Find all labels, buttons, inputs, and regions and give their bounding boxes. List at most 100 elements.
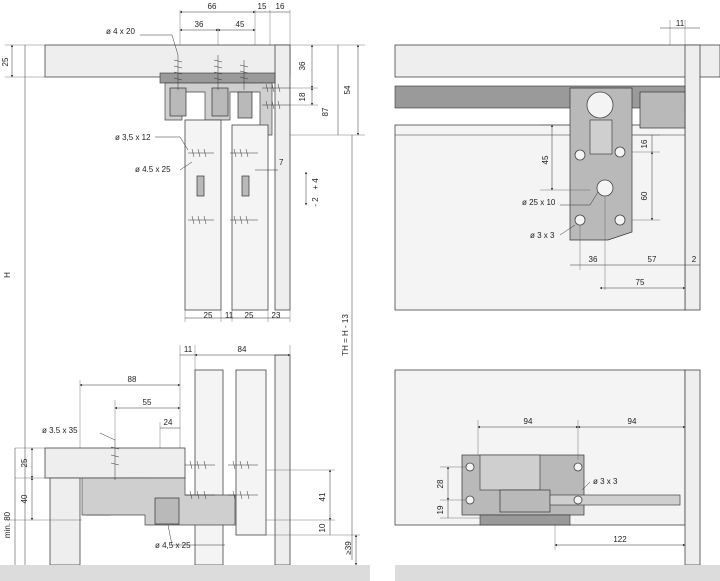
tr-dim-11: 11 [676,19,685,28]
tr-door [394,124,686,311]
br-screw-1 [465,462,475,472]
br-guide-foot [479,514,571,526]
tr-dim-75: 75 [636,278,645,287]
tr-dim-45: 45 [541,155,550,164]
dim-11: 11 [225,311,234,320]
tr-screw-4 [614,214,626,226]
tr-dim-57: 57 [648,255,657,264]
tr-cam [596,179,614,197]
br-roller-block [499,489,551,513]
bl-dim-25: 25 [20,458,29,467]
br-dim-94-a: 94 [524,417,533,426]
tr-dim-60: 60 [640,191,649,200]
br-floor [395,565,720,581]
dim-54: 54 [343,85,352,94]
dim-18: 18 [298,92,307,101]
bl-carriage [154,497,180,525]
tr-damper [639,91,686,129]
bl-dim-40: 40 [20,494,29,503]
carriage-third [237,91,253,119]
tr-label-3x3: ø 3 x 3 [530,231,555,240]
bl-dimension-lines [5,345,360,566]
dim-7: 7 [279,158,284,167]
bl-dim-55: 55 [143,398,152,407]
bl-dim-88: 88 [128,375,137,384]
dim-15: 15 [258,2,267,11]
label-screw-4-5x25: ø 4.5 x 25 [135,165,171,174]
track-height-label: TH = H - 13 [341,314,350,356]
bl-door-rear [235,369,267,536]
tr-label-25x10: ø 25 x 10 [522,198,556,207]
bottom-right-front-view: 94 94 28 19 ø 3 x 3 122 [394,369,720,581]
door-front-stop [196,175,205,197]
dim-66: 66 [208,2,217,11]
side-screws [262,83,290,110]
tr-dimension-lines [540,20,700,290]
dim-25-left: 25 [1,57,10,66]
br-dim-122: 122 [613,535,627,544]
tr-dim-16: 16 [640,139,649,148]
top-left-section-view: 66 36 45 15 16 36 18 54 87 ø 4 x 20 ø 3,… [1,2,365,565]
bl-plinth [49,477,81,566]
top-right-front-view: 11 45 16 60 36 57 2 75 ø 25 x 10 ø 3 x 3 [394,19,720,311]
dim-16: 16 [276,2,285,11]
bl-dim-11: 11 [184,345,193,354]
tr-screw-3 [574,214,586,226]
bl-dim-ge-39: ≥39 [344,541,353,555]
carriage-rear [211,87,229,117]
br-label-3x3: ø 3 x 3 [593,477,618,486]
dim-36-vert: 36 [298,61,307,70]
tr-top-panel [394,44,720,78]
tr-wheel [586,91,614,119]
label-screw-3-5x12: ø 3,5 x 12 [115,133,151,142]
track-rail [159,72,276,84]
tr-mounting-plate [569,87,633,241]
bl-dim-41: 41 [318,492,327,501]
br-dimension-lines [440,420,686,550]
bl-dim-10: 10 [318,523,327,532]
tolerance-plus: + 4 [311,178,320,190]
dim-45: 45 [236,20,245,29]
bl-dim-min-80: min. 80 [3,511,12,538]
top-left-dimension-lines [5,10,365,565]
door-screws [188,148,258,225]
door-rear-stop [241,175,250,197]
tr-side-panel [684,44,701,311]
bl-dim-84: 84 [238,345,247,354]
br-dim-28: 28 [436,479,445,488]
bl-door-front [194,369,224,566]
label-screw-4x20: ø 4 x 20 [106,27,135,36]
side-panel [274,44,291,311]
dim-87: 87 [321,107,330,116]
door-rear [231,124,269,311]
br-dim-94-b: 94 [628,417,637,426]
br-side-panel [684,369,701,566]
br-screw-3 [573,462,583,472]
bottom-left-section-view: 11 84 88 55 24 ø 3.5 x 35 ø 4,5 x 25 25 … [0,345,370,581]
bl-floor [0,565,370,581]
dim-25-a: 25 [204,311,213,320]
bl-label-screw-4-5x25: ø 4,5 x 25 [155,541,191,550]
br-screw-2 [465,495,475,505]
tolerance-minus: - 2 [311,197,320,207]
bl-label-screw-3-5x35: ø 3.5 x 35 [42,426,78,435]
dim-23: 23 [272,311,281,320]
br-damper-rod [549,494,681,506]
tr-adjuster [589,119,613,155]
tr-screw-2 [614,146,626,158]
door-front [184,119,222,311]
top-panel [44,44,291,78]
top-screws [173,55,249,90]
br-dim-19: 19 [436,505,445,514]
dim-36: 36 [195,20,204,29]
br-guide-slot [479,454,541,491]
tr-dim-2: 2 [692,255,697,264]
bl-dim-24: 24 [164,418,173,427]
tr-dim-36: 36 [589,255,598,264]
br-screw-4 [573,495,583,505]
height-label: H [3,272,12,278]
bl-side-panel [274,354,291,566]
tr-screw-1 [574,149,586,161]
dim-25-b: 25 [245,311,254,320]
